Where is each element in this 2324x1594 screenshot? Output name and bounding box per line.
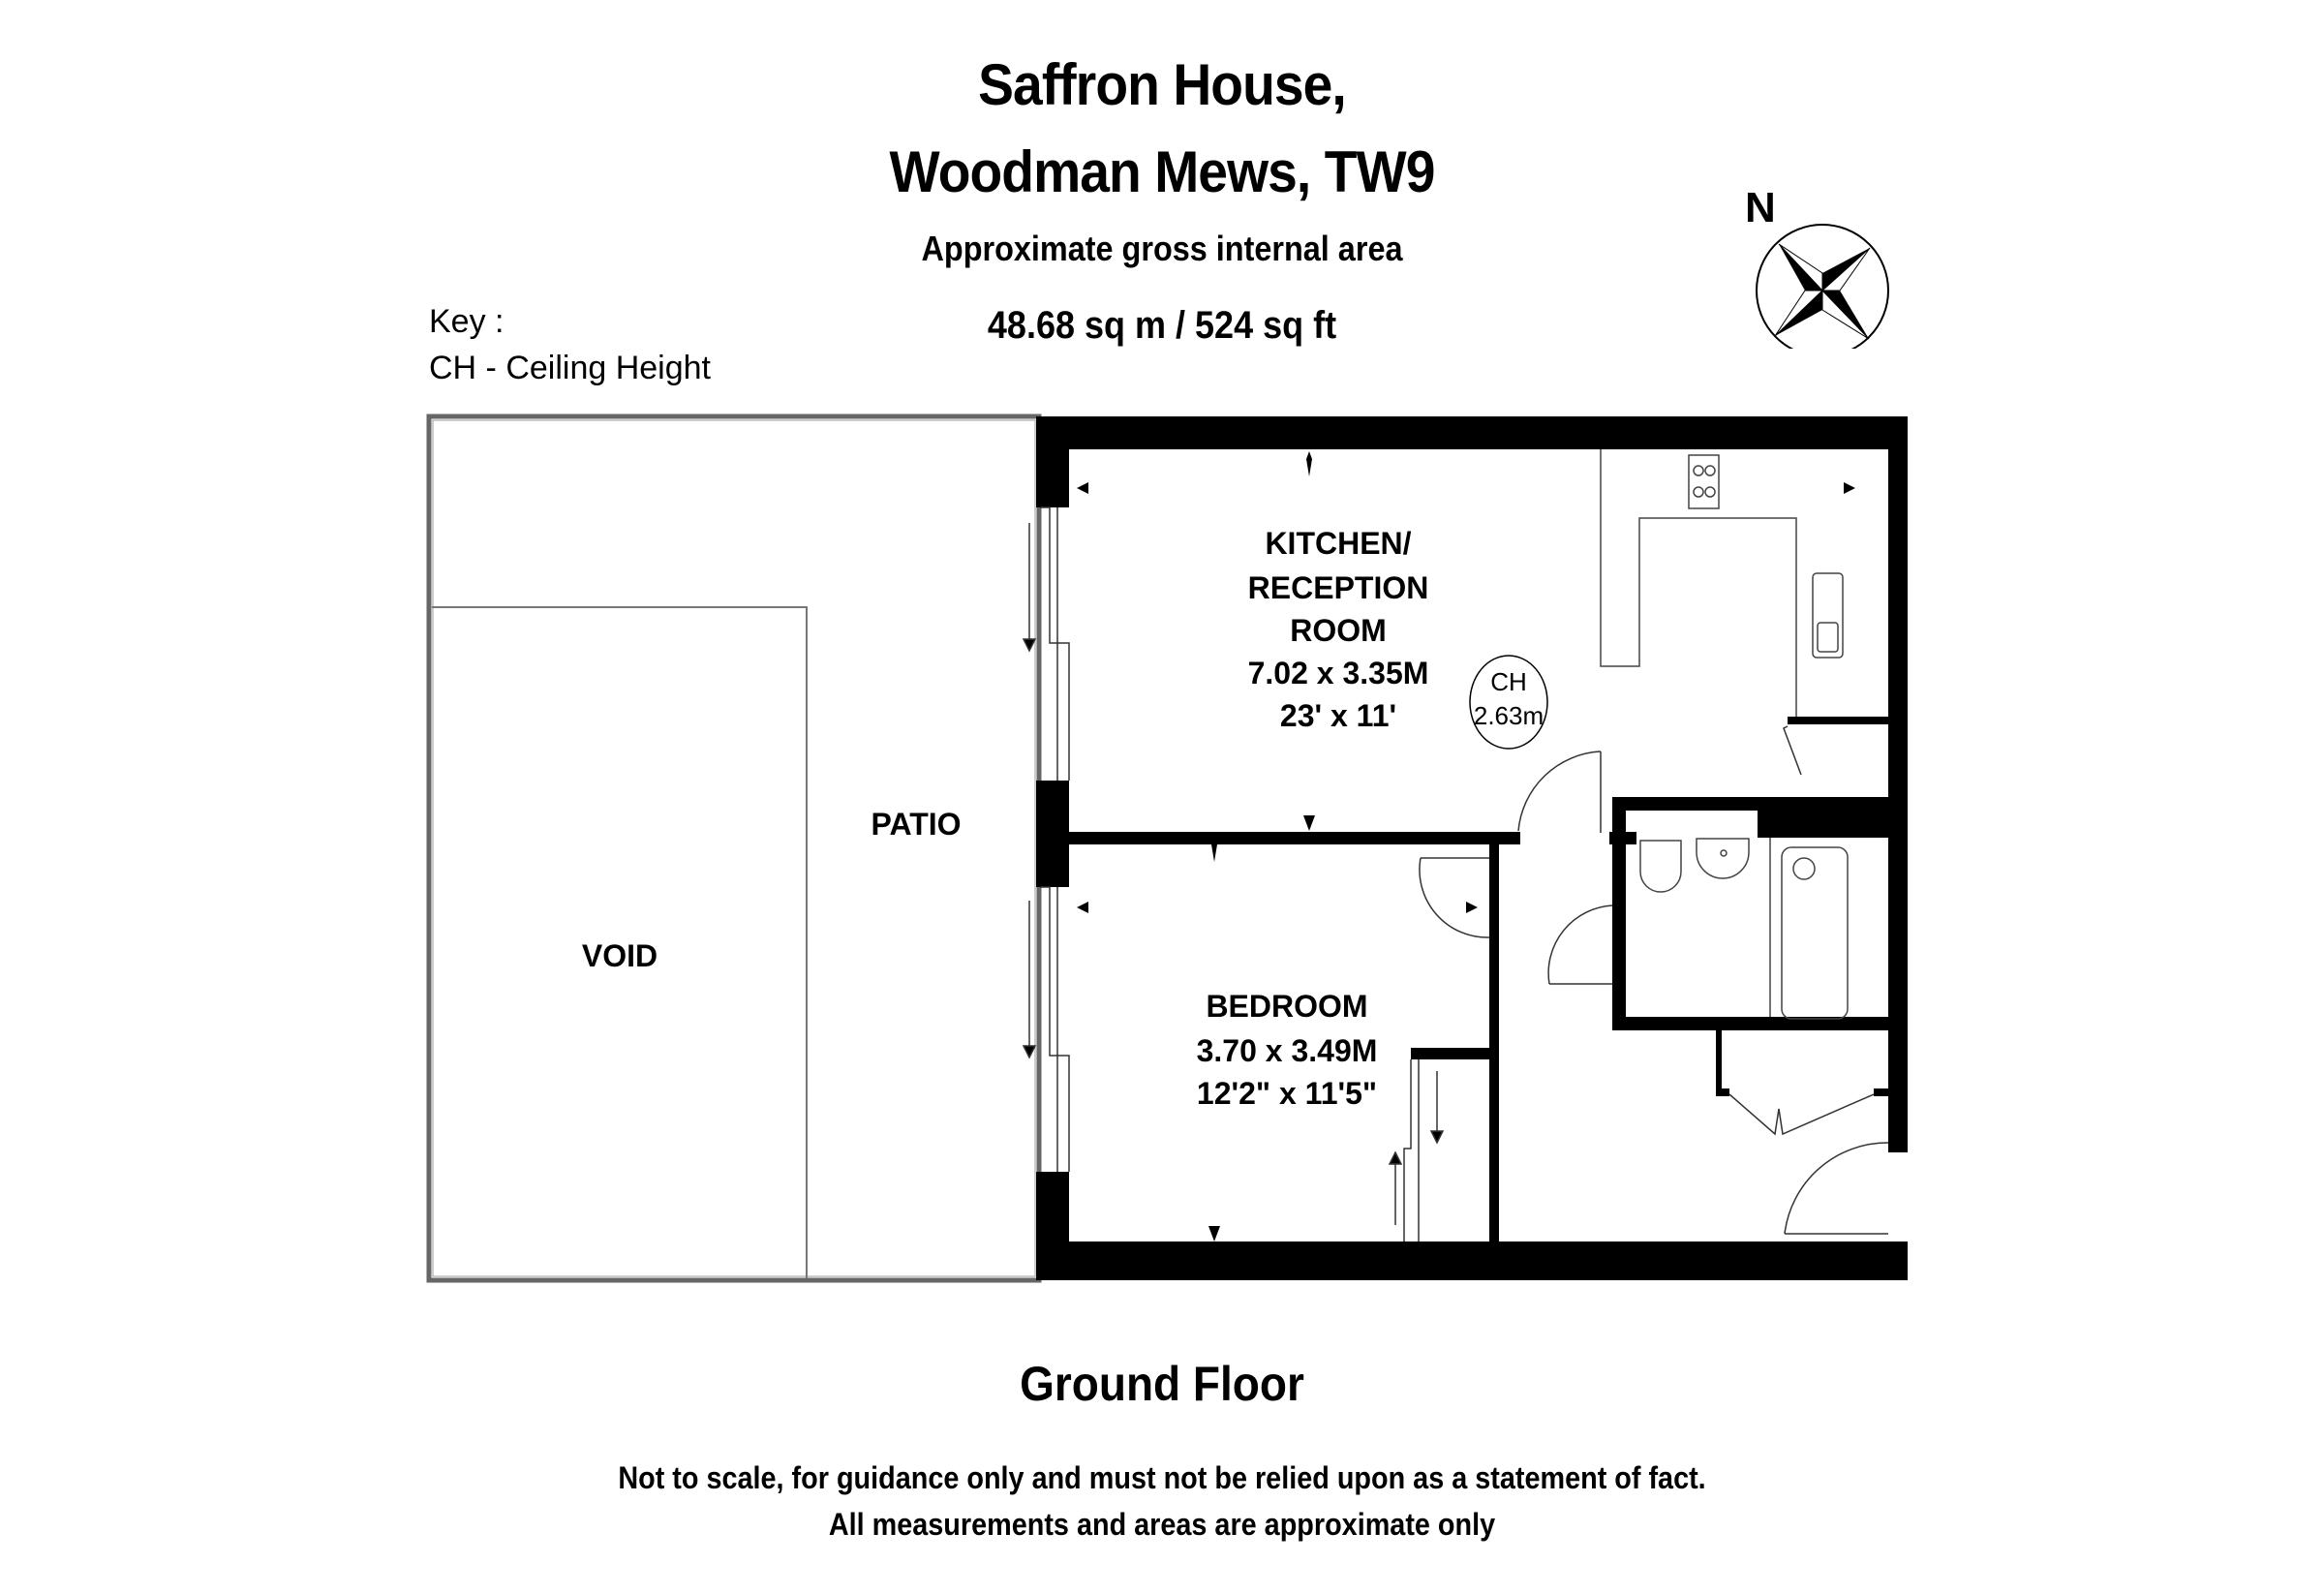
ceiling-height-badge: CH 2.63m (1469, 655, 1548, 750)
room-kitchen-reception: KITCHEN/ RECEPTION ROOM 7.02 x 3.35M 23'… (1248, 526, 1429, 733)
ch-label: CH (1490, 667, 1527, 696)
patio-outline (426, 414, 1042, 1283)
dimension-arrows (1077, 451, 1855, 1241)
hob-icon (1688, 454, 1720, 509)
void-label: VOID (582, 938, 657, 973)
compass-rose-icon (1756, 224, 1889, 349)
wardrobe-doors (1388, 1059, 1445, 1241)
kitchen-name-line-3: ROOM (1290, 613, 1387, 648)
disclaimer: Not to scale, for guidance only and must… (465, 1455, 1859, 1548)
kitchen-name-line-2: RECEPTION (1248, 570, 1429, 605)
bedroom-dimensions-imperial: 12'2" x 11'5" (1197, 1076, 1377, 1111)
patio-label: PATIO (871, 807, 961, 842)
basin-icon (1696, 838, 1750, 879)
kitchen-dimensions-imperial: 23' x 11' (1280, 698, 1396, 733)
bedroom-dimensions-metric: 3.70 x 3.49M (1197, 1033, 1378, 1068)
doors (1419, 725, 1889, 1235)
kitchen-units (1600, 449, 1844, 717)
key-heading: Key : (429, 303, 505, 340)
key-entry-ch: CH - Ceiling Height (429, 350, 711, 386)
kitchen-name-line-1: KITCHEN/ (1265, 526, 1411, 561)
area-label: Approximate gross internal area (921, 229, 1403, 268)
compass: N (1733, 184, 1917, 349)
interior-walls (1069, 717, 1893, 1241)
title-line-1: Saffron House, (978, 52, 1347, 117)
key-legend: Key : CH - Ceiling Height (429, 298, 711, 391)
outer-walls (1036, 416, 1908, 1280)
kitchen-dimensions-metric: 7.02 x 3.35M (1248, 656, 1429, 690)
room-bedroom: BEDROOM 3.70 x 3.49M 12'2" x 11'5" (1197, 989, 1378, 1111)
compass-north-label: N (1745, 184, 1776, 231)
toilet-icon (1639, 840, 1682, 893)
left-sliding-doors (1022, 506, 1070, 1172)
ch-value: 2.63m (1474, 701, 1544, 730)
bath-icon (1781, 846, 1849, 1020)
area-value: 48.68 sq m / 524 sq ft (987, 304, 1337, 347)
sink-icon (1812, 572, 1844, 659)
floor-name: Ground Floor (1020, 1357, 1304, 1411)
title-line-2: Woodman Mews, TW9 (889, 139, 1436, 204)
disclaimer-line-2: All measurements and areas are approxima… (828, 1507, 1496, 1542)
bathroom-fittings (1639, 838, 1849, 1020)
disclaimer-line-1: Not to scale, for guidance only and must… (618, 1460, 1706, 1495)
bedroom-name: BEDROOM (1206, 989, 1367, 1024)
